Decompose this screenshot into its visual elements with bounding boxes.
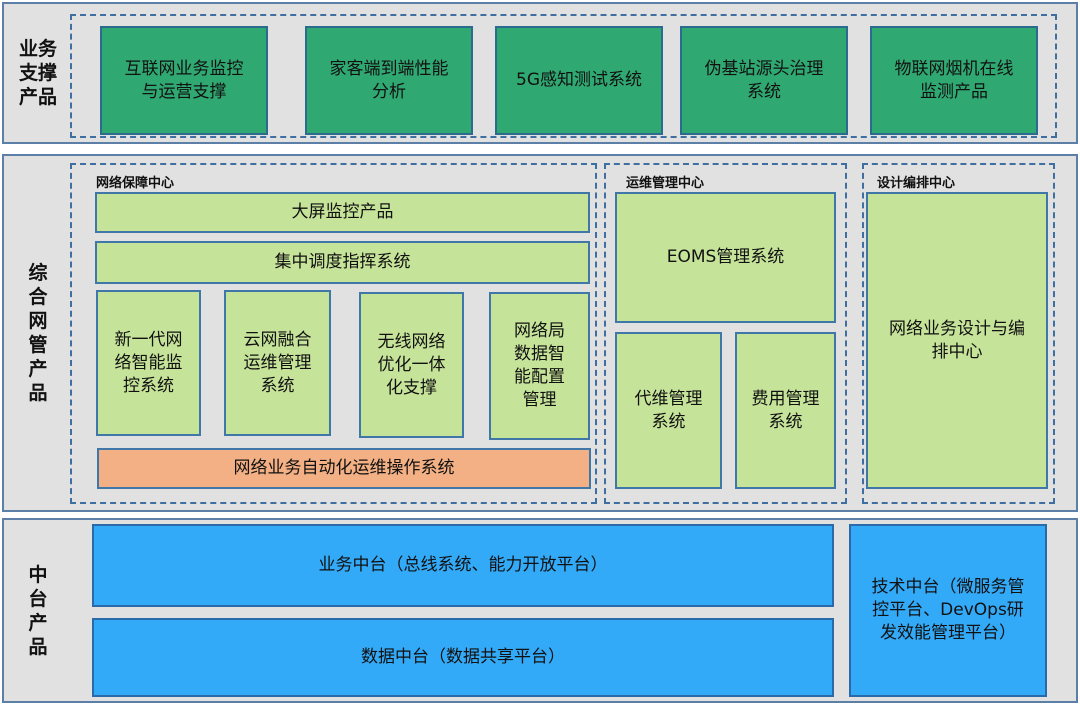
eoms-system[interactable]: EOMS管理系统: [615, 192, 836, 323]
ops-center-title: 运维管理中心: [626, 176, 705, 191]
cost-management-system[interactable]: 费用管理 系统: [735, 332, 836, 489]
tech-platform[interactable]: 技术中台（微服务管 控平台、DevOps研 发效能管理平台）: [849, 524, 1047, 697]
home-e2e-performance-product[interactable]: 家客端到端性能 分析: [305, 26, 473, 135]
business-support-layer-label: 业务 支撑 产品: [18, 38, 57, 108]
ops-center-group: [604, 163, 847, 504]
iot-range-hood-product[interactable]: 物联网烟机在线 监测产品: [870, 26, 1038, 135]
design-center-title: 设计编排中心: [877, 176, 956, 191]
middle-platform-layer-label: 中 台 产 品: [28, 563, 48, 658]
fake-base-station-product[interactable]: 伪基站源头治理 系统: [680, 26, 848, 135]
assurance-center-title: 网络保障中心: [96, 176, 175, 191]
intelligent-monitoring-system[interactable]: 新一代网 络智能监 控系统: [96, 290, 201, 436]
automation-ops-system[interactable]: 网络业务自动化运维操作系统: [97, 448, 591, 489]
data-platform[interactable]: 数据中台（数据共享平台）: [92, 618, 834, 697]
design-orchestration-system[interactable]: 网络业务设计与编 排中心: [866, 192, 1048, 489]
internet-monitoring-product[interactable]: 互联网业务监控 与运营支撑: [100, 26, 268, 135]
agent-maintenance-system[interactable]: 代维管理 系统: [615, 332, 722, 489]
business-platform[interactable]: 业务中台（总线系统、能力开放平台）: [92, 524, 834, 607]
office-data-config-system[interactable]: 网络局 数据智 能配置 管理: [489, 292, 590, 440]
screen-monitoring-product[interactable]: 大屏监控产品: [95, 192, 590, 233]
cloud-network-ops-system[interactable]: 云网融合 运维管理 系统: [224, 290, 331, 436]
5g-sensing-test-product[interactable]: 5G感知测试系统: [495, 26, 663, 135]
design-center-group: [862, 163, 1055, 504]
business-products-group: [70, 14, 1057, 138]
wireless-optimization-system[interactable]: 无线网络 优化一体 化支撑: [359, 292, 464, 438]
network-management-layer-label: 综 合 网 管 产 品: [28, 262, 48, 404]
dispatch-command-system[interactable]: 集中调度指挥系统: [95, 241, 590, 284]
assurance-center-group: [70, 163, 597, 504]
